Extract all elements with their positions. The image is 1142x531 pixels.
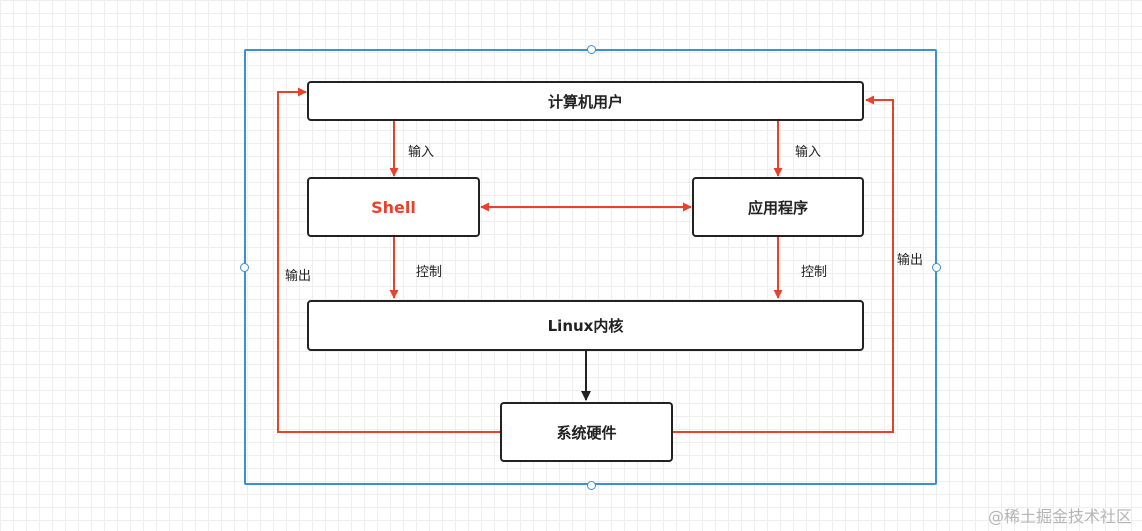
resize-handle-left[interactable] (240, 263, 249, 272)
node-computer-user-label: 计算机用户 (547, 92, 623, 111)
node-shell[interactable]: Shell (307, 177, 480, 237)
edge-label-output-right: 输出 (897, 253, 924, 268)
edge-label-input-left: 输入 (408, 145, 435, 160)
watermark-text: @稀土掘金技术社区 (987, 507, 1132, 526)
arrow-hardware-output-left (277, 87, 500, 433)
resize-handle-bottom[interactable] (587, 481, 596, 490)
node-system-hardware[interactable]: 系统硬件 (500, 402, 673, 462)
edge-label-input-right: 输入 (795, 145, 822, 160)
node-computer-user[interactable]: 计算机用户 (307, 81, 864, 121)
node-application-label: 应用程序 (747, 198, 808, 217)
edge-label-control-left: 控制 (416, 265, 443, 280)
edge-label-output-left: 输出 (285, 269, 312, 284)
resize-handle-right[interactable] (932, 263, 941, 272)
node-application[interactable]: 应用程序 (692, 177, 864, 237)
resize-handle-top[interactable] (587, 45, 596, 54)
edge-label-control-right: 控制 (801, 265, 828, 280)
node-shell-label: Shell (371, 197, 416, 217)
node-linux-kernel[interactable]: Linux内核 (307, 300, 864, 351)
node-linux-kernel-label: Linux内核 (547, 317, 624, 335)
arrow-hardware-output-right (673, 95, 894, 433)
node-system-hardware-label: 系统硬件 (556, 423, 617, 442)
